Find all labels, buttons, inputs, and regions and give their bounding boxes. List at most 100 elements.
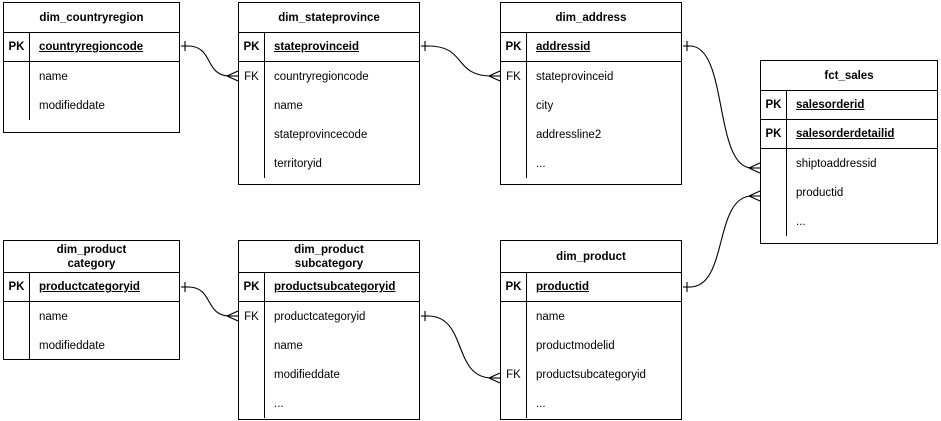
- key-label-dim_productsubcategory-productsubcategoryid: PK: [239, 273, 265, 301]
- attribute-dim_countryregion-countryregioncode: countryregioncode: [39, 41, 144, 53]
- attribute-dim_stateprovince-countryregioncode: countryregioncode: [274, 70, 369, 83]
- attribute-dim_product-productid: productid: [536, 281, 590, 293]
- attribute-dim_address-stateprovinceid: stateprovinceid: [536, 70, 614, 83]
- attribute-fct_sales-salesorderdetailid: salesorderdetailid: [796, 128, 895, 140]
- attribute-dim_product-...: ...: [536, 397, 546, 410]
- key-column-dim_countryregion: [4, 62, 30, 120]
- attribute-dim_productsubcategory-productsubcategoryid: productsubcategoryid: [274, 281, 396, 293]
- entity-title-dim_product: dim_product: [501, 241, 681, 273]
- attribute-dim_stateprovince-territoryid: territoryid: [274, 157, 322, 170]
- key-row-dim_address-addressid[interactable]: PK addressid: [501, 33, 681, 62]
- attribute-fct_sales-salesorderid: salesorderid: [796, 99, 865, 111]
- key-label-dim_productsubcategory-productcategoryid: FK: [244, 310, 259, 323]
- key-label-dim_stateprovince-name: [239, 91, 264, 120]
- attribute-column-dim_countryregion: name modifieddate: [30, 62, 179, 120]
- relationship-rel-stateprovince-address[interactable]: [421, 41, 501, 82]
- relationship-rel-product-sales[interactable]: [683, 190, 761, 292]
- key-column-dim_productsubcategory: FK: [239, 302, 265, 418]
- attribute-dim_productcategory-modifieddate: modifieddate: [39, 339, 105, 352]
- attribute-column-dim_address: stateprovinceid city addressline2...: [527, 62, 681, 178]
- many-marker-upper-rel-product-sales: [748, 190, 761, 197]
- attribute-block-dim_address: FK stateprovinceid city addressline2...: [501, 62, 681, 178]
- attribute-fct_sales-productid: productid: [796, 186, 844, 199]
- key-label-dim_countryregion-countryregioncode: PK: [4, 33, 30, 61]
- attribute-dim_product-productmodelid: productmodelid: [536, 339, 615, 352]
- attribute-dim_stateprovince-stateprovincecode: stateprovincecode: [274, 128, 368, 141]
- entity-title-dim_productsubcategory: dim_product subcategory: [239, 241, 419, 273]
- attribute-dim_product-name: name: [536, 310, 565, 323]
- key-label-dim_product-...: [501, 389, 526, 418]
- key-row-fct_sales-salesorderid[interactable]: PK salesorderid: [761, 91, 937, 120]
- key-column-fct_sales: [761, 149, 787, 236]
- attribute-dim_stateprovince-stateprovinceid: stateprovinceid: [274, 41, 359, 53]
- entity-title-dim_stateprovince: dim_stateprovince: [239, 3, 419, 33]
- relationship-rel-productcategory-subcategory[interactable]: [181, 282, 239, 322]
- key-label-dim_stateprovince-stateprovincecode: [239, 120, 264, 149]
- attribute-fct_sales-...: ...: [796, 215, 806, 228]
- key-label-fct_sales-salesorderid: PK: [761, 91, 787, 119]
- attribute-block-fct_sales: shiptoaddressid productid...: [761, 149, 937, 236]
- key-label-dim_product-name: [501, 302, 526, 331]
- key-label-dim_product-productsubcategoryid: FK: [506, 368, 521, 381]
- many-marker-upper-rel-countryregion-stateprovince: [226, 70, 239, 77]
- edge-path-rel-countryregion-stateprovince: [187, 45, 231, 77]
- key-label-dim_address-addressid: PK: [501, 33, 527, 61]
- relationship-rel-subcategory-product[interactable]: [421, 311, 501, 384]
- attribute-dim_countryregion-modifieddate: modifieddate: [39, 99, 105, 112]
- key-label-dim_countryregion-name: [4, 62, 29, 91]
- many-marker-lower-rel-stateprovince-address: [488, 75, 501, 82]
- entity-title-dim_countryregion: dim_countryregion: [4, 3, 179, 33]
- key-label-fct_sales-...: [761, 207, 786, 236]
- many-marker-lower-rel-productcategory-subcategory: [226, 315, 239, 322]
- key-row-dim_countryregion-countryregioncode[interactable]: PK countryregioncode: [4, 33, 179, 62]
- attribute-fct_sales-shiptoaddressid: shiptoaddressid: [796, 157, 877, 170]
- key-label-dim_product-productmodelid: [501, 331, 526, 360]
- attribute-dim_countryregion-name: name: [39, 70, 68, 83]
- attribute-dim_productsubcategory-modifieddate: modifieddate: [274, 368, 340, 381]
- many-marker-upper-rel-subcategory-product: [488, 372, 501, 379]
- key-label-dim_productcategory-name: [4, 302, 29, 331]
- attribute-dim_address-city: city: [536, 99, 554, 112]
- key-label-dim_countryregion-modifieddate: [4, 91, 29, 120]
- attribute-column-fct_sales: shiptoaddressid productid...: [787, 149, 937, 236]
- key-row-dim_productsubcategory-productsubcategoryid[interactable]: PK productsubcategoryid: [239, 273, 419, 302]
- attribute-block-dim_stateprovince: FK countryregioncode name stateprovincecode…: [239, 62, 419, 178]
- edge-path-rel-subcategory-product: [427, 315, 493, 379]
- key-label-dim_address-addressline2: [501, 120, 526, 149]
- many-marker-lower-rel-product-sales: [748, 195, 761, 202]
- many-marker-upper-rel-address-sales: [748, 162, 761, 169]
- attribute-dim_address-...: ...: [536, 157, 546, 170]
- key-row-dim_stateprovince-stateprovinceid[interactable]: PK stateprovinceid: [239, 33, 419, 62]
- attribute-dim_productsubcategory-...: ...: [274, 397, 284, 410]
- key-label-dim_address-stateprovinceid: FK: [506, 70, 521, 83]
- attribute-dim_productcategory-name: name: [39, 310, 68, 323]
- attribute-column-dim_productcategory: name modifieddate: [30, 302, 179, 360]
- relationship-rel-address-sales[interactable]: [683, 41, 761, 174]
- attribute-column-dim_stateprovince: countryregioncode name stateprovincecode te…: [265, 62, 419, 178]
- relationship-rel-countryregion-stateprovince[interactable]: [181, 41, 239, 82]
- key-column-dim_stateprovince: FK: [239, 62, 265, 178]
- attribute-dim_address-addressline2: addressline2: [536, 128, 602, 141]
- many-marker-lower-rel-countryregion-stateprovince: [226, 75, 239, 82]
- edge-path-rel-address-sales: [689, 45, 753, 169]
- key-label-dim_productsubcategory-modifieddate: [239, 360, 264, 389]
- many-marker-lower-rel-address-sales: [748, 167, 761, 174]
- key-label-dim_stateprovince-stateprovinceid: PK: [239, 33, 265, 61]
- key-label-dim_productsubcategory-...: [239, 389, 264, 418]
- attribute-dim_address-addressid: addressid: [536, 41, 591, 53]
- key-column-dim_product: FK: [501, 302, 527, 418]
- attribute-dim_stateprovince-name: name: [274, 99, 303, 112]
- key-label-dim_productsubcategory-name: [239, 331, 264, 360]
- key-label-dim_address-...: [501, 149, 526, 178]
